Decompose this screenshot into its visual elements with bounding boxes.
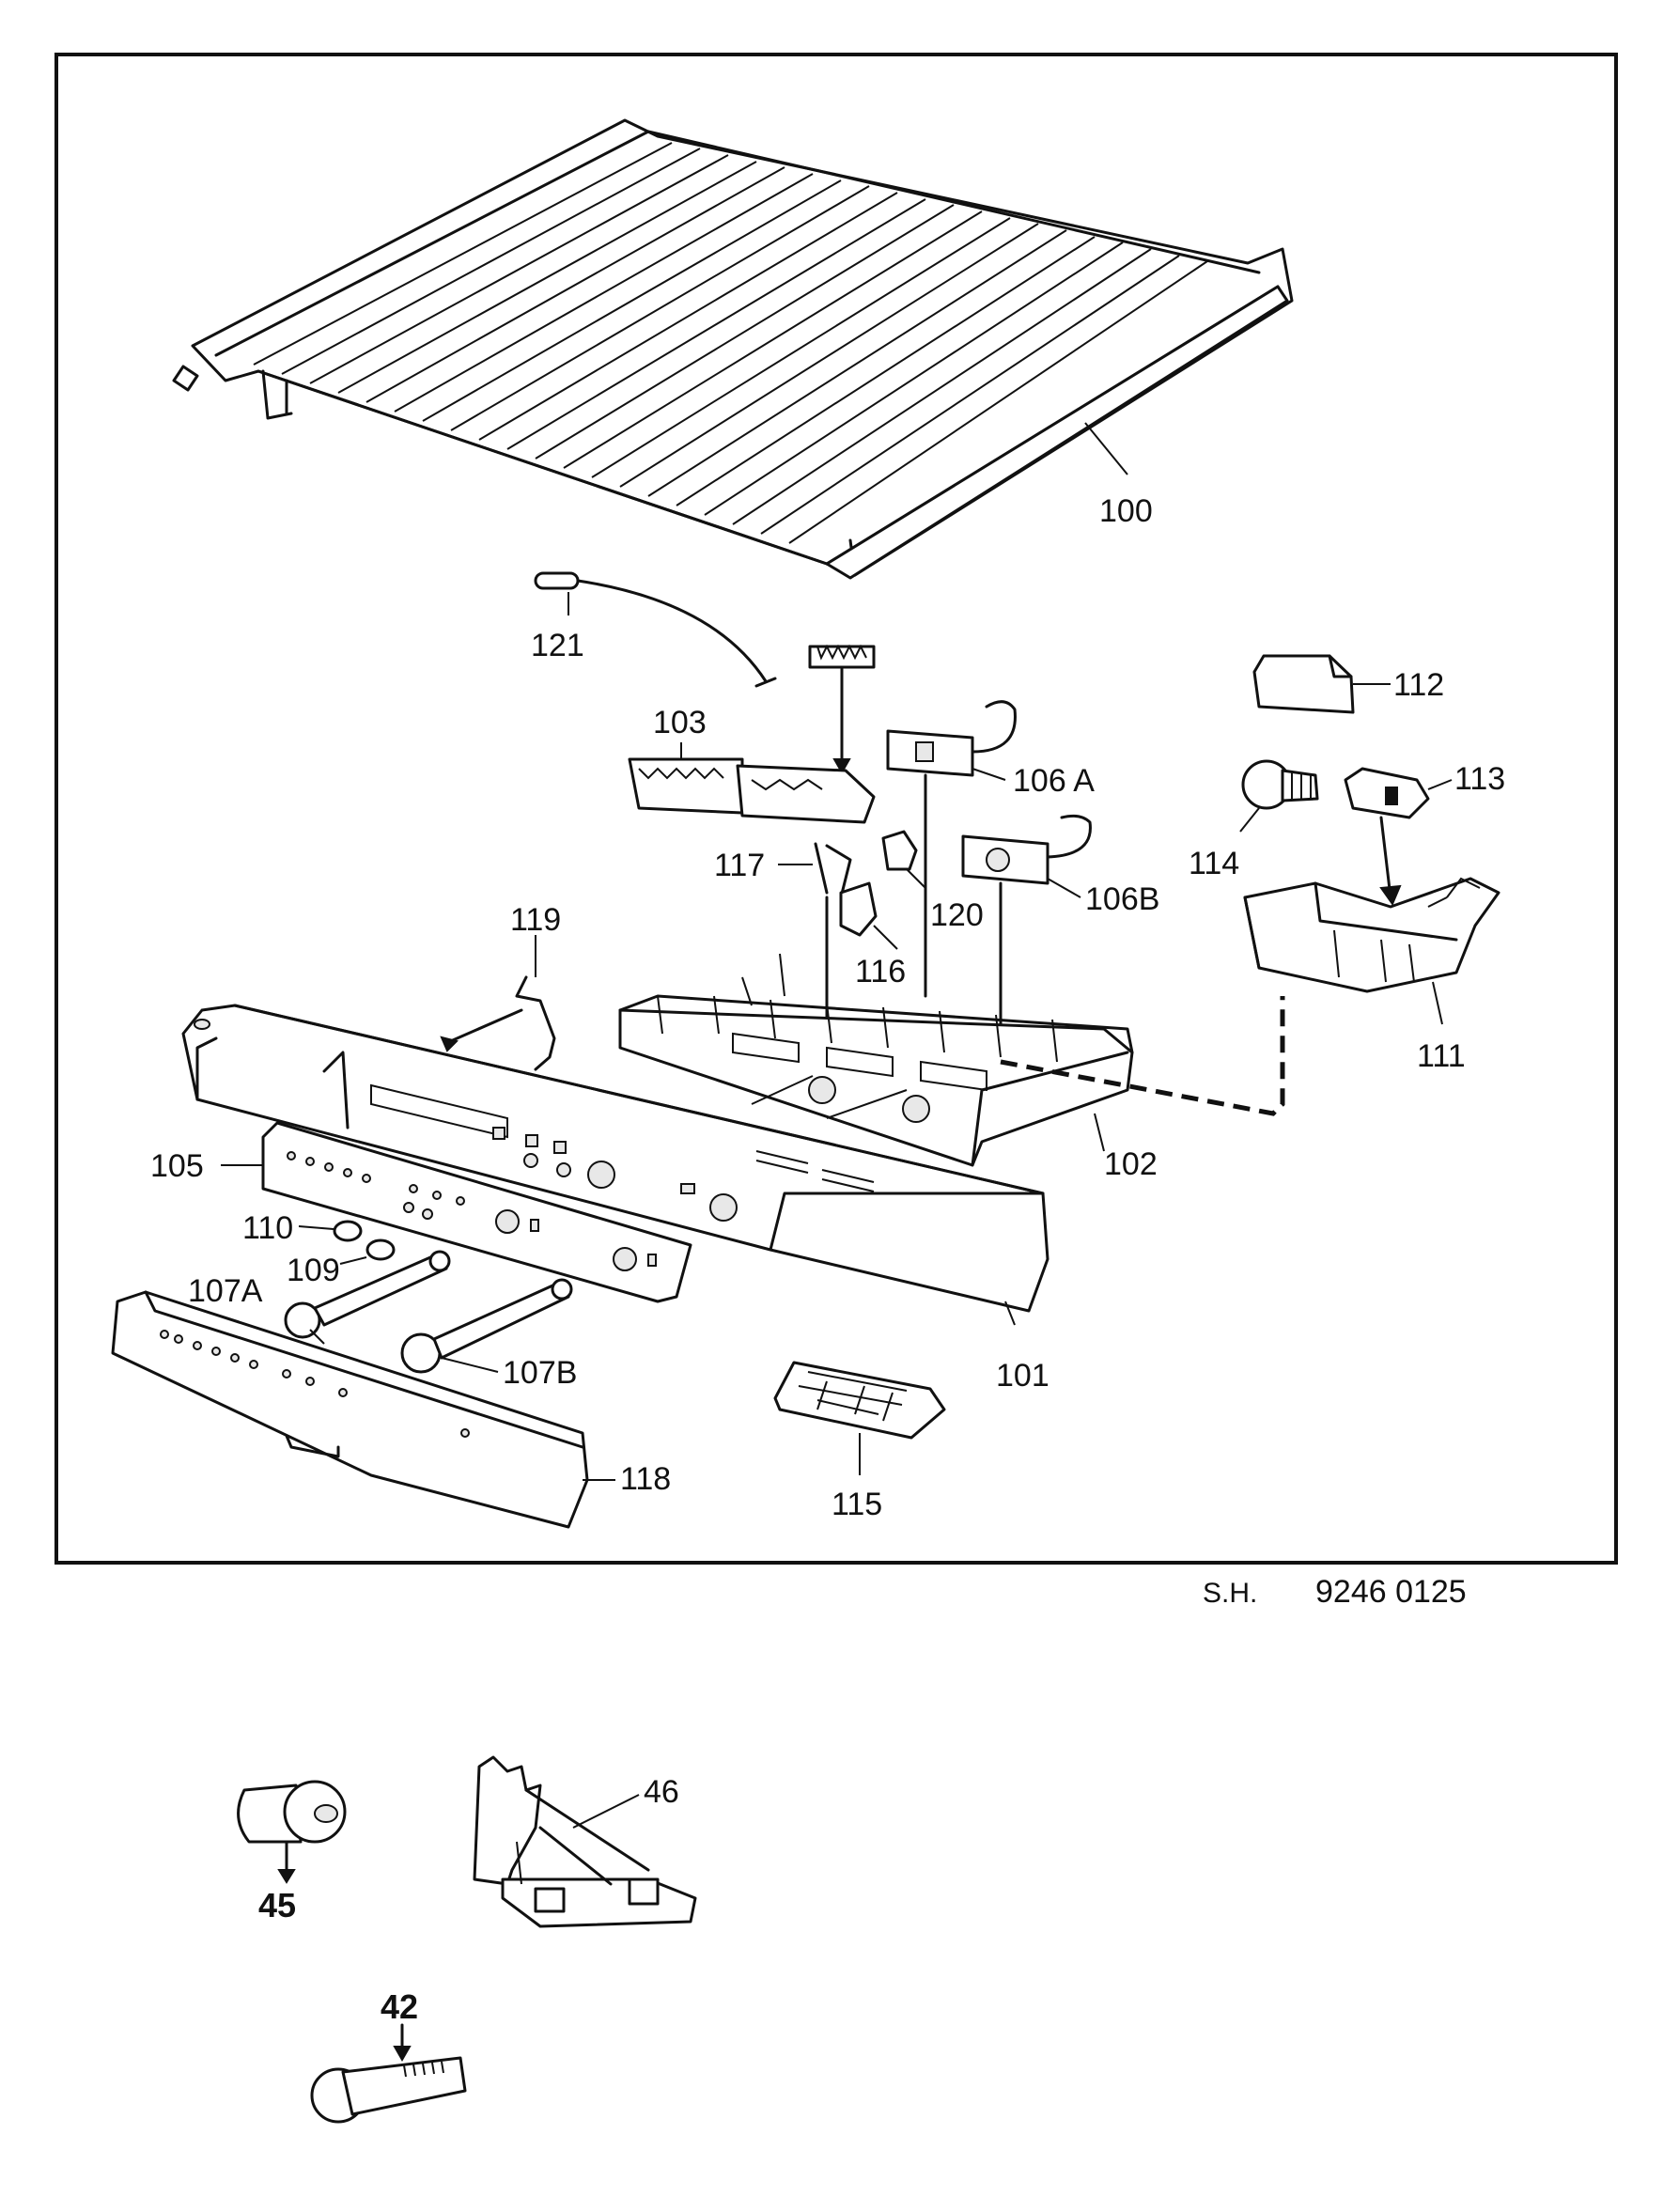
part-101-front-trim: [181, 1004, 1049, 1326]
label-100: 100: [1099, 493, 1153, 529]
label-110: 110: [242, 1210, 293, 1246]
part-111-lamp-box: [1243, 877, 1500, 1025]
label-45: 45: [258, 1886, 296, 1924]
part-100-shelf: [172, 118, 1294, 580]
comb-piece: [808, 644, 876, 775]
part-113-lamp-holder: [1344, 767, 1453, 907]
dashed-cable: [1000, 996, 1285, 1116]
label-109: 109: [287, 1253, 340, 1288]
label-118: 118: [620, 1461, 671, 1497]
label-111: 111: [1417, 1038, 1466, 1074]
label-121: 121: [531, 628, 584, 663]
label-114: 114: [1189, 846, 1239, 881]
part-102-housing: [618, 953, 1134, 1167]
part-121-sensor: [534, 571, 777, 688]
label-112: 112: [1393, 667, 1444, 703]
part-107a-spindle: [284, 1250, 451, 1345]
label-115: 115: [832, 1487, 882, 1522]
part-115-plate: [773, 1361, 946, 1475]
label-113: 113: [1454, 761, 1505, 797]
label-103: 103: [653, 705, 707, 740]
diagram-frame: [54, 53, 1618, 1565]
part-42-actuator: [310, 2023, 467, 2124]
part-103-terminal-block: [628, 742, 876, 824]
label-42: 42: [381, 1987, 418, 2026]
part-117-spring: [778, 842, 852, 1026]
part-107b-spindle: [400, 1278, 573, 1374]
label-101: 101: [996, 1358, 1049, 1394]
label-107a: 107A: [188, 1273, 263, 1309]
label-46: 46: [644, 1774, 679, 1810]
part-119-spring: [440, 935, 556, 1071]
label-119: 119: [510, 902, 561, 938]
label-106b: 106B: [1085, 881, 1159, 917]
reference-label: S.H.: [1203, 1578, 1257, 1609]
label-105: 105: [150, 1148, 204, 1184]
label-106a: 106 A: [1013, 763, 1095, 799]
label-107b: 107B: [503, 1355, 577, 1391]
label-102: 102: [1104, 1146, 1158, 1182]
part-109-knob: [339, 1238, 396, 1265]
part-120-clip: [881, 830, 926, 889]
part-106b-switch: [961, 814, 1092, 1054]
part-112-lamp-cover: [1252, 654, 1391, 714]
part-45-bulb: [237, 1780, 347, 1884]
part-114-bulb: [1239, 759, 1319, 833]
part-106a-switch: [886, 700, 1017, 998]
part-110-knob: [298, 1220, 363, 1242]
reference-number: 9246 0125: [1315, 1574, 1467, 1610]
label-117: 117: [714, 848, 765, 883]
label-120: 120: [930, 897, 984, 933]
part-118-fascia: [111, 1290, 615, 1529]
part-46-bracket: [473, 1755, 697, 1928]
part-116-bracket: [839, 881, 898, 950]
part-105-control-plate: [221, 1121, 692, 1303]
label-116: 116: [855, 954, 906, 989]
